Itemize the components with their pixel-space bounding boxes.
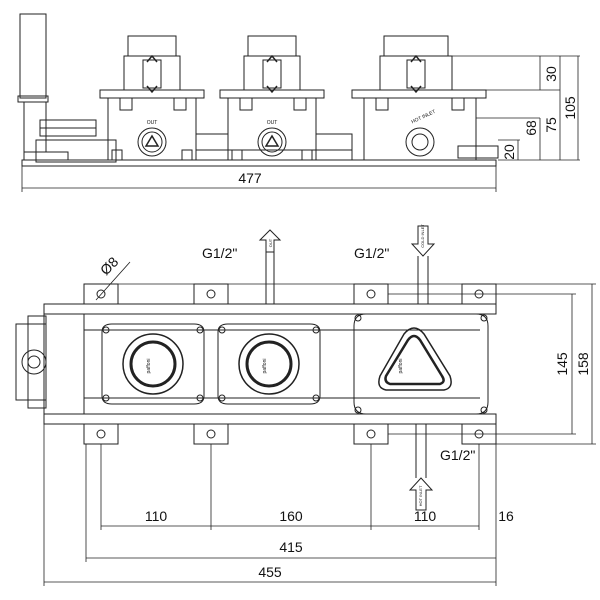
thread-cold-inlet-label: G1/2" bbox=[354, 245, 389, 261]
side-module-3 bbox=[351, 35, 499, 161]
cold-inlet-arrow-icon bbox=[410, 225, 436, 257]
plan-dim-158: 158 bbox=[575, 352, 591, 376]
side-base-plate bbox=[21, 159, 497, 167]
arrow-cold-inlet-label: COLD INLET bbox=[420, 224, 425, 248]
side-port-label-1: OUT bbox=[147, 120, 158, 126]
side-dim-75: 75 bbox=[543, 117, 559, 133]
mounting-rail-top bbox=[43, 303, 497, 315]
plan-dim-145: 145 bbox=[554, 352, 570, 376]
side-module-2 bbox=[219, 35, 325, 161]
plan-dim-offset: 16 bbox=[498, 508, 514, 524]
brand-label-2: paffoni bbox=[262, 359, 268, 374]
plan-dim-415: 415 bbox=[279, 539, 303, 555]
side-dim-30: 30 bbox=[543, 66, 559, 82]
brand-label-1: paffoni bbox=[146, 359, 152, 374]
side-pipe bbox=[19, 13, 47, 99]
plan-view bbox=[15, 225, 596, 586]
side-module-1 bbox=[99, 35, 205, 161]
plan-dim-spacing-2: 160 bbox=[279, 508, 303, 524]
plan-module-3 bbox=[353, 313, 489, 415]
arrow-hot-inlet-label: HOT INLET bbox=[418, 485, 423, 506]
hot-inlet-arrow-icon bbox=[408, 477, 434, 511]
side-port-label-2: OUT bbox=[267, 120, 278, 126]
side-dim-20: 20 bbox=[501, 144, 517, 160]
arrow-out-label: OUT bbox=[268, 238, 273, 247]
side-port-label-3: HOT INLET bbox=[411, 109, 437, 125]
thread-hot-inlet-label: G1/2" bbox=[440, 447, 475, 463]
plan-dim-hole-diameter: Ø8 bbox=[97, 253, 122, 278]
brand-label-3: paffoni bbox=[398, 359, 404, 374]
thread-out-label: G1/2" bbox=[202, 245, 237, 261]
side-view bbox=[17, 13, 580, 192]
side-dim-overall-width: 477 bbox=[238, 170, 262, 186]
plan-module-1 bbox=[101, 323, 205, 405]
side-dim-68: 68 bbox=[523, 120, 539, 136]
side-dim-105: 105 bbox=[562, 96, 578, 120]
mounting-rail-bottom bbox=[43, 413, 497, 425]
plan-module-2 bbox=[217, 323, 321, 405]
plan-dim-spacing-3: 110 bbox=[414, 508, 437, 524]
plan-dim-455: 455 bbox=[258, 564, 282, 580]
plan-dim-spacing-1: 110 bbox=[145, 508, 168, 524]
